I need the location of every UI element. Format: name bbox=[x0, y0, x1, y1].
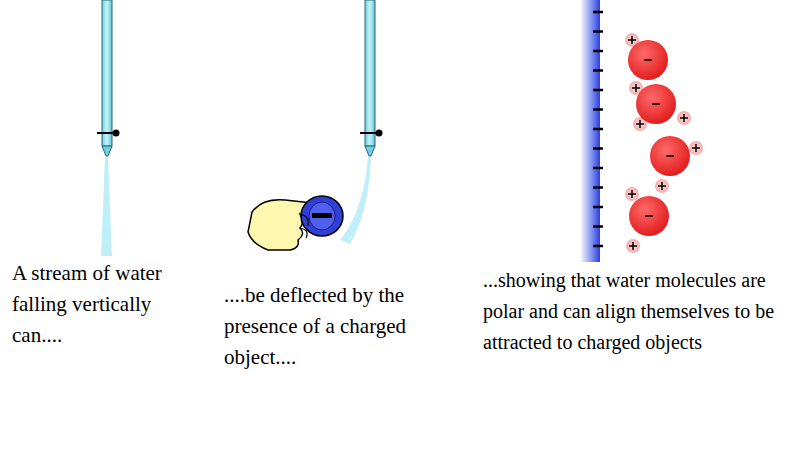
hand-with-charged-rod bbox=[248, 196, 343, 250]
caption: A stream of water falling vertically can… bbox=[12, 258, 162, 351]
minus-sign bbox=[593, 147, 603, 150]
minus-sign bbox=[666, 155, 674, 157]
hydrogen-atom bbox=[626, 239, 640, 253]
plus-sign bbox=[632, 84, 640, 92]
oxygen-atom bbox=[636, 84, 676, 124]
plus-sign bbox=[658, 182, 666, 190]
minus-sign bbox=[593, 167, 603, 170]
hydrogen-atom bbox=[689, 141, 703, 155]
plus-sign bbox=[629, 242, 637, 250]
plus-sign bbox=[628, 190, 636, 198]
plus-sign bbox=[680, 114, 688, 122]
deflected-stream bbox=[340, 157, 371, 244]
hydrogen-atom bbox=[625, 187, 639, 201]
minus-sign bbox=[593, 89, 603, 92]
caption: ....be deflected by the presence of a ch… bbox=[224, 280, 456, 373]
charged-plate bbox=[580, 0, 603, 262]
minus-sign bbox=[593, 30, 603, 33]
minus-sign bbox=[593, 206, 603, 209]
minus-sign bbox=[593, 245, 603, 248]
plus-sign bbox=[692, 144, 700, 152]
plus-sign bbox=[628, 36, 636, 44]
hydrogen-atom bbox=[677, 111, 691, 125]
burette bbox=[97, 0, 120, 156]
minus-sign bbox=[645, 215, 653, 217]
minus-sign bbox=[593, 225, 603, 228]
minus-sign bbox=[652, 103, 660, 105]
plus-sign bbox=[636, 120, 644, 128]
oxygen-atom bbox=[629, 196, 669, 236]
water-molecules bbox=[625, 33, 703, 253]
burette bbox=[360, 0, 383, 156]
minus-sign bbox=[593, 108, 603, 111]
oxygen-atom bbox=[628, 40, 668, 80]
minus-sign bbox=[593, 186, 603, 189]
minus-sign bbox=[644, 59, 652, 61]
minus-sign bbox=[593, 11, 603, 14]
hydrogen-atom bbox=[655, 179, 669, 193]
water-stream bbox=[101, 157, 112, 256]
minus-sign bbox=[593, 50, 603, 53]
minus-sign bbox=[593, 128, 603, 131]
minus-sign bbox=[593, 69, 603, 72]
oxygen-atom bbox=[650, 136, 690, 176]
caption: ...showing that water molecules are pola… bbox=[483, 265, 801, 358]
